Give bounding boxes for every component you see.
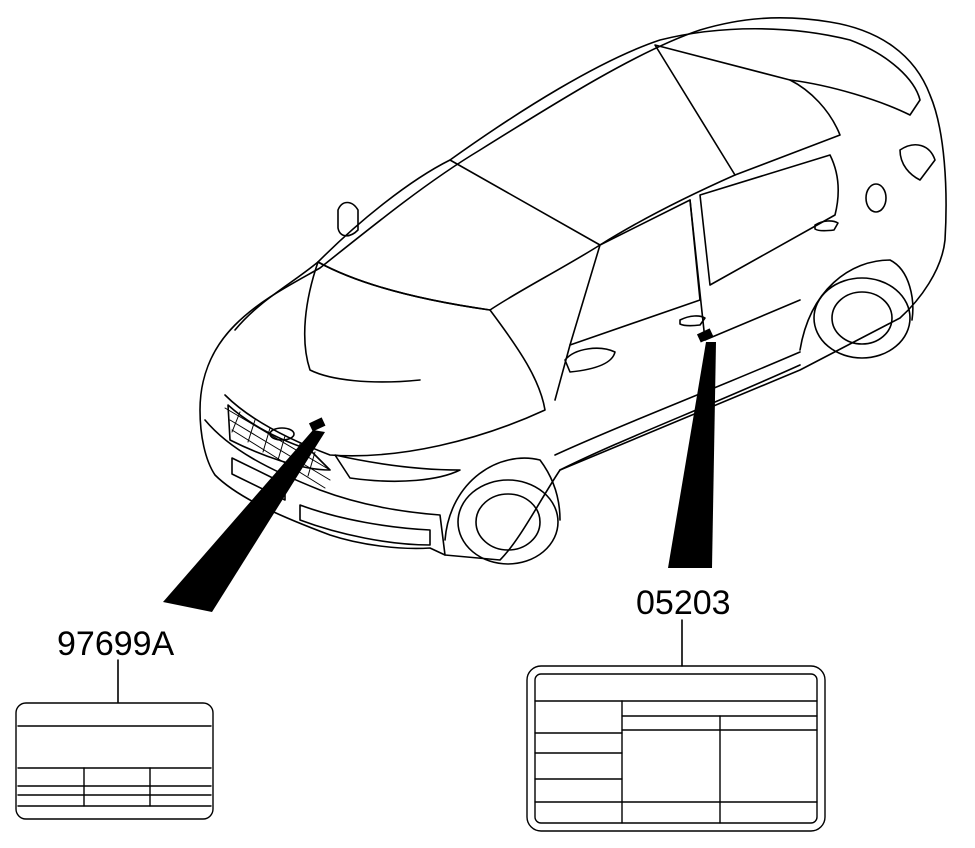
front-door-handle [679, 315, 706, 327]
part-number-label-hood: 97699A [57, 625, 175, 663]
rear-side-window [699, 154, 840, 286]
tail-light [899, 144, 936, 181]
front-wheel [457, 479, 559, 565]
headlight [334, 454, 461, 483]
rear-door [704, 299, 801, 341]
front-wheel-hub [475, 493, 541, 551]
pillar-label-marker [696, 328, 714, 343]
front-wheel-arch [444, 457, 561, 541]
rear-wheel-arch [799, 259, 914, 351]
label-card-right [526, 665, 826, 832]
front-bumper [204, 419, 446, 556]
fuel-door [865, 183, 887, 213]
brand-badge [269, 427, 295, 441]
rear-wheel [813, 277, 911, 359]
leader-wedge-hood [163, 430, 325, 612]
hood-label-marker [308, 417, 326, 432]
leader-wedge-pillar [668, 342, 716, 568]
part-number-label-pillar: 05203 [636, 584, 731, 622]
side-sill [559, 364, 801, 471]
rear-wheel-hub [831, 291, 893, 345]
label-card-left [15, 702, 214, 820]
hood [224, 261, 546, 457]
rear-door-handle [814, 220, 839, 232]
car-body-outline [199, 17, 947, 561]
roof [449, 27, 921, 161]
rear-window [654, 44, 841, 176]
license-plate [231, 457, 286, 501]
side-mirror-left [337, 201, 359, 237]
side-mirror-right [564, 347, 616, 373]
car-illustration [199, 17, 947, 565]
front-door [554, 344, 571, 401]
